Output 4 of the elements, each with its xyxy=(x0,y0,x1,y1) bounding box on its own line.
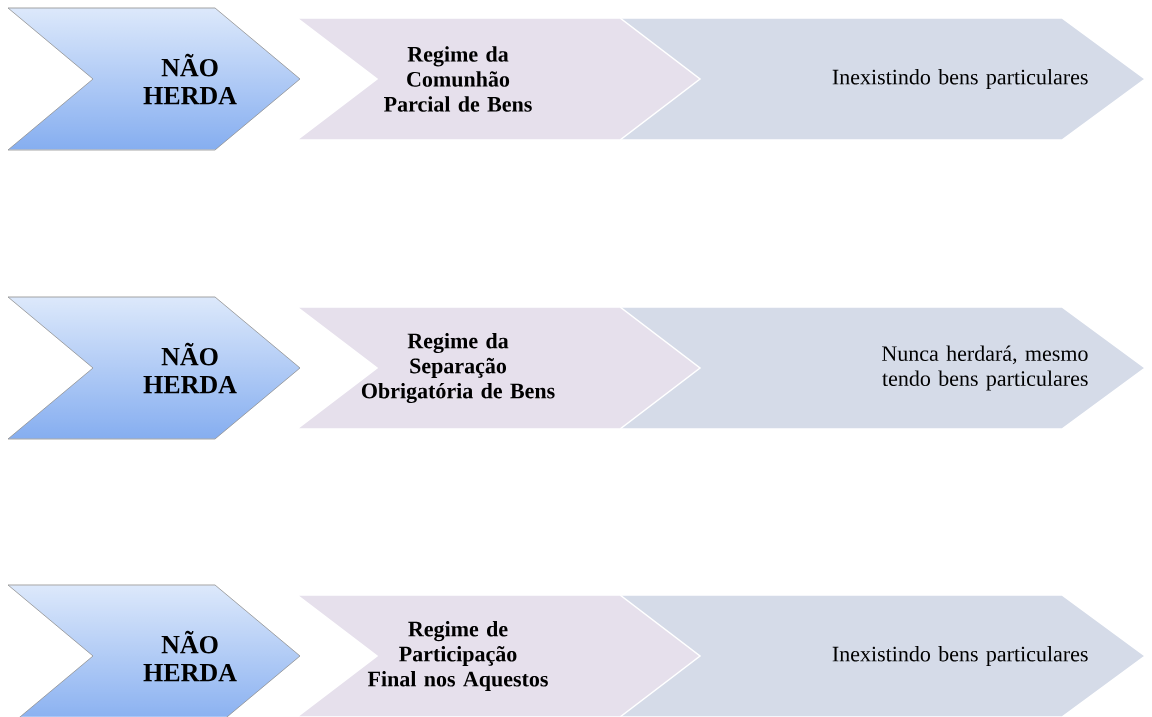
chevron-heading: NÃO HERDA xyxy=(7,7,301,151)
chevron-heading: NÃO HERDA xyxy=(7,296,301,440)
chevron-box: Regime de Participação Final nos Aquestos xyxy=(294,594,702,717)
chevron-heading: NÃO HERDA xyxy=(7,584,301,717)
